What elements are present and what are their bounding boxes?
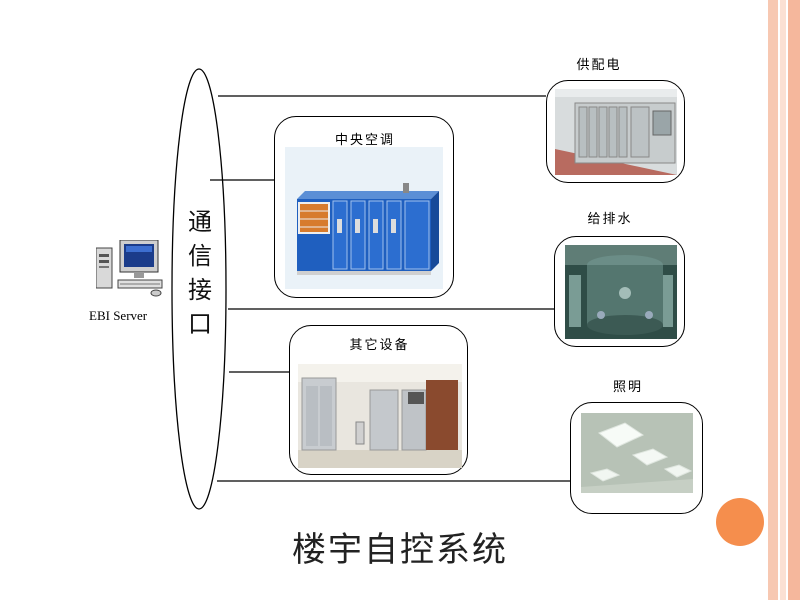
computer-icon xyxy=(96,240,163,297)
interface-label: 通 信 接 口 xyxy=(188,208,212,338)
water-box xyxy=(554,236,685,347)
ceiling-lights-image xyxy=(581,413,693,493)
server-label: EBI Server xyxy=(89,308,148,323)
border-stripe xyxy=(768,0,778,600)
elevator-lobby-image xyxy=(298,364,462,468)
other-equipment-title: 其它设备 xyxy=(349,338,410,353)
interface-ellipse xyxy=(171,68,227,510)
hvac-title: 中央空调 xyxy=(334,133,395,148)
other-equipment-box: 其它设备 xyxy=(289,325,468,475)
border-stripe xyxy=(780,0,786,600)
lighting-box xyxy=(570,402,703,514)
power-box xyxy=(546,80,685,183)
water-title: 给排水 xyxy=(587,212,633,227)
decorative-circle xyxy=(716,498,764,546)
hvac-box: 中央空调 xyxy=(274,116,454,298)
page-title: 楼宇自控系统 xyxy=(292,530,508,570)
power-title: 供配电 xyxy=(576,58,622,73)
switchgear-image xyxy=(555,89,677,175)
border-stripe xyxy=(788,0,800,600)
hvac-unit-image xyxy=(285,147,443,289)
lighting-title: 照明 xyxy=(612,380,643,395)
water-tank-image xyxy=(565,245,677,339)
